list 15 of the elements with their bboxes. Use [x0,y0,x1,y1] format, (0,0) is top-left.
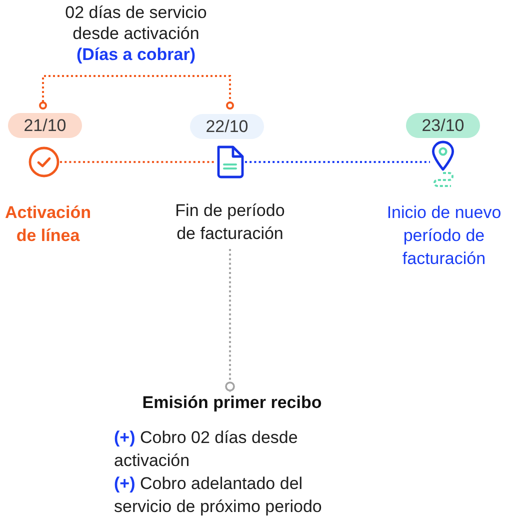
caption-text: Inicio de nuevo período de facturación [386,202,502,270]
list-item: (+) Cobro 02 días desde activación [114,427,299,472]
span-note: 02 días de servicio desde activación (Días a cobrar) [64,2,208,65]
date-pill: 21/10 [8,113,82,138]
list-item: (+) Cobro adelantado del servicio de próximo periodo [114,473,323,518]
heading: Emisión primer recibo [142,392,322,414]
map-pin-icon [430,140,456,188]
date-pill: 22/10 [190,114,264,139]
check-circle-icon [28,146,60,178]
dotted-connector [225,249,235,392]
dotted-connector [60,161,214,163]
caption-text: Fin de período de facturación [170,199,290,249]
dotted-connector [245,161,430,163]
date-pill: 23/10 [406,113,480,138]
caption-text: Activación de línea [4,202,92,247]
